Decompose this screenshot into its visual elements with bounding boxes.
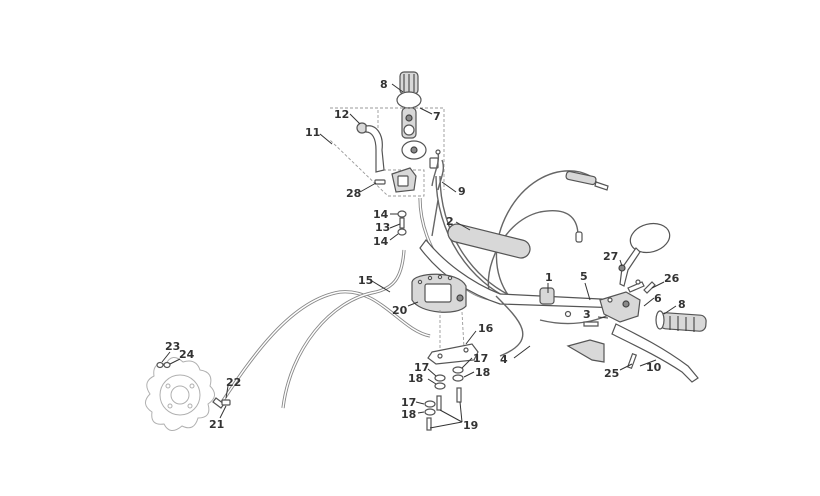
instrument-cluster (411, 273, 467, 350)
throttle-grip-assembly (396, 71, 439, 169)
callout-7: 7 (433, 110, 441, 123)
callout-17-c: 17 (401, 396, 416, 409)
clutch-perch (599, 279, 645, 323)
callout-25: 25 (604, 367, 619, 380)
callout-8-top: 8 (380, 78, 388, 91)
leader-lines (161, 83, 677, 429)
callout-9: 9 (458, 185, 466, 198)
clutch-cable (487, 170, 609, 301)
callout-13: 13 (375, 221, 390, 234)
callout-27: 27 (603, 250, 618, 263)
callout-21: 21 (209, 418, 224, 431)
cluster-bracket (427, 343, 479, 365)
callout-19: 19 (463, 419, 478, 432)
clutch-lever (566, 323, 699, 383)
brake-disc (145, 357, 215, 431)
callout-23: 23 (165, 340, 180, 353)
callout-2: 2 (446, 215, 454, 228)
speedometer-cable (220, 249, 431, 409)
callout-14-bottom: 14 (373, 235, 389, 248)
callout-1: 1 (545, 271, 553, 284)
callout-28: 28 (346, 187, 361, 200)
handlebar (419, 223, 623, 357)
callout-15: 15 (358, 274, 373, 287)
callout-labels: 1 2 3 4 5 6 7 8 8 9 10 11 12 13 14 14 15… (165, 78, 686, 432)
callout-22: 22 (226, 376, 241, 389)
callout-18-b: 18 (475, 366, 490, 379)
switch-group-outline (329, 107, 445, 197)
throttle-cable-upper (431, 149, 445, 191)
callout-12: 12 (334, 108, 349, 121)
callout-5: 5 (580, 270, 588, 283)
bracket-hardware (424, 366, 464, 431)
callout-8-right: 8 (678, 298, 686, 311)
callout-14-top: 14 (373, 208, 389, 221)
callout-10: 10 (646, 361, 662, 374)
callout-16: 16 (478, 322, 494, 335)
right-hardware (564, 281, 656, 327)
callout-17-a: 17 (414, 361, 429, 374)
switch-housing (374, 167, 417, 193)
callout-4: 4 (500, 353, 508, 366)
callout-18-a: 18 (408, 372, 423, 385)
mount-hardware (397, 210, 407, 236)
callout-20: 20 (392, 304, 408, 317)
choke-lever (356, 122, 385, 173)
callout-26: 26 (664, 272, 680, 285)
mirror (618, 222, 671, 287)
callout-3: 3 (583, 308, 591, 321)
callout-24: 24 (179, 348, 195, 361)
disc-bolt-parts (156, 361, 171, 369)
right-grip (655, 310, 707, 332)
callout-11: 11 (305, 126, 320, 139)
callout-17-b: 17 (473, 352, 488, 365)
cable-end-fitting (212, 397, 231, 409)
callout-18-c: 18 (401, 408, 416, 421)
callout-6: 6 (654, 292, 662, 305)
